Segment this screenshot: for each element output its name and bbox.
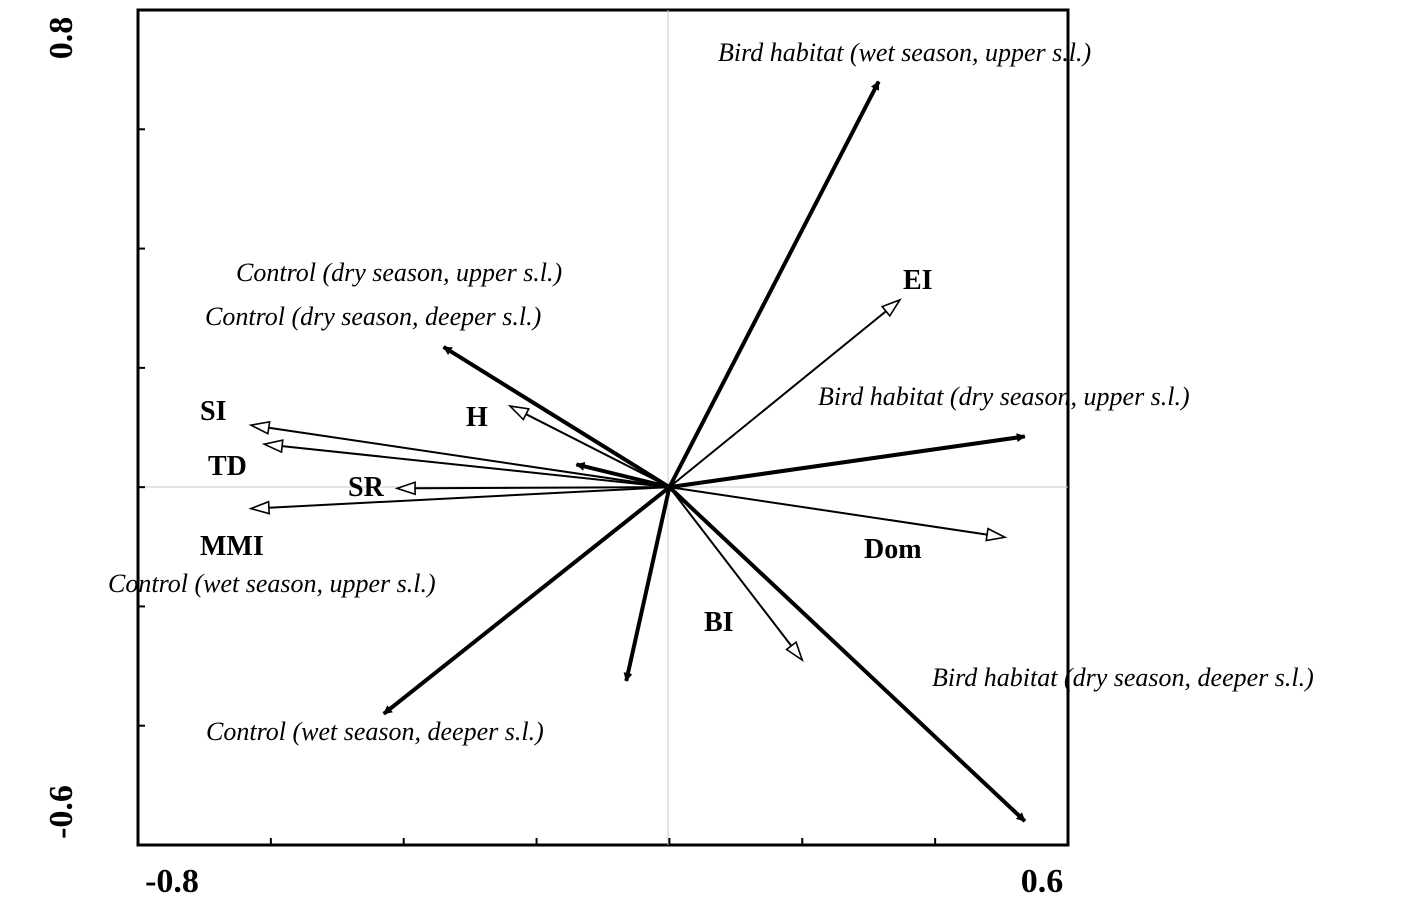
response-vector-mmi: [268, 486, 670, 509]
response-arrowhead-bi: [785, 640, 804, 663]
y-tick-label-max: 0.8: [43, 17, 80, 60]
response-arrowhead-td: [261, 439, 284, 454]
x-tick-label-min: -0.8: [145, 863, 199, 900]
site-label-control-dry-upper: Control (dry season, upper s.l.): [236, 258, 562, 287]
site-label-control-wet-deeper: Control (wet season, deeper s.l.): [206, 717, 544, 746]
site-vector-control-dry-season-upper-s-l: [442, 345, 671, 489]
response-arrowhead-ei: [880, 298, 902, 318]
var-label-td: TD: [208, 451, 247, 482]
site-vectors: [382, 80, 1027, 823]
site-vector-bird-habitat-wet-season-upper-s-l: [667, 80, 881, 489]
response-vectors: [248, 298, 1008, 663]
plot-frame: [136, 8, 1070, 847]
response-arrowhead-si: [248, 420, 271, 435]
site-vector-bird-habitat-dry-season-deeper-s-l: [668, 485, 1027, 823]
site-label-control-wet-upper: Control (wet season, upper s.l.): [108, 569, 436, 598]
var-label-bi: BI: [704, 607, 734, 638]
var-label-si: SI: [200, 396, 226, 427]
site-label-bird-dry-upper: Bird habitat (dry season, upper s.l.): [818, 382, 1190, 411]
var-label-mmi: MMI: [200, 531, 264, 562]
response-vector-dom: [669, 486, 988, 536]
site-label-control-dry-deeper: Control (dry season, deeper s.l.): [205, 302, 541, 331]
x-tick-label-max: 0.6: [1021, 863, 1064, 900]
site-vector-control-dry-season-deeper-s-l: [575, 462, 670, 490]
response-vector-sr: [415, 486, 670, 490]
response-vector-h: [525, 413, 670, 489]
site-vector-control-wet-season-upper-s-l: [623, 486, 672, 682]
response-vector-bi: [668, 486, 793, 647]
response-arrowhead-sr: [394, 481, 416, 496]
response-vector-si: [268, 426, 670, 489]
site-vector-bird-habitat-dry-season-upper-s-l: [669, 433, 1026, 490]
var-label-h: H: [466, 402, 488, 433]
response-vector-ei: [668, 310, 887, 488]
site-label-bird-wet-upper: Bird habitat (wet season, upper s.l.): [718, 38, 1091, 67]
y-tick-label-min: -0.6: [43, 785, 80, 839]
site-label-bird-dry-deeper: Bird habitat (dry season, deeper s.l.): [932, 663, 1314, 692]
var-label-ei: EI: [903, 265, 933, 296]
axis-ticks: [138, 128, 937, 845]
var-label-sr: SR: [348, 472, 385, 503]
response-arrowhead-mmi: [248, 500, 271, 515]
response-arrowhead-h: [507, 404, 530, 421]
var-label-dom: Dom: [864, 534, 922, 565]
response-vector-td: [282, 445, 670, 489]
response-arrowhead-dom: [985, 527, 1008, 542]
site-vector-control-wet-season-deeper-s-l: [382, 485, 671, 716]
